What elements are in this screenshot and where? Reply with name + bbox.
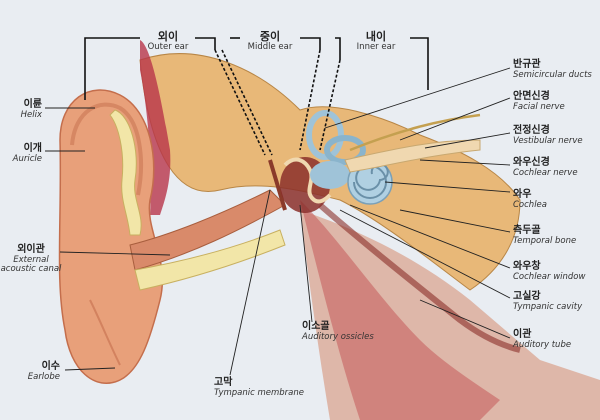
ossicles — [283, 157, 332, 204]
label-tube-en: Auditory tube — [513, 340, 572, 350]
label-window-en: Cochlear window — [513, 272, 586, 282]
section-brackets — [84, 37, 429, 156]
tympanic-membrane — [268, 159, 287, 211]
label-cochlear-nerve: 와우신경 Cochlear nerve — [513, 158, 578, 178]
semicircular-duct-2 — [324, 135, 366, 165]
label-membrane-ko: 고막 — [214, 377, 233, 388]
label-helix: 이륜 Helix — [21, 100, 42, 120]
label-cochlea: 와우 Cochlea — [513, 190, 547, 210]
semicircular-duct-1 — [306, 110, 344, 160]
inner-ear-header: 내이 Inner ear — [345, 31, 407, 52]
middle-ear-header: 중이 Middle ear — [240, 31, 300, 52]
label-tube-ko: 이관 — [513, 329, 532, 340]
label-cochlea-en: Cochlea — [513, 200, 547, 210]
label-auricle-en: Auricle — [12, 154, 42, 164]
label-ossicles-en: Auditory ossicles — [302, 332, 374, 342]
helix-rim — [70, 102, 143, 196]
label-semicircular-ducts: 반규관 Semicircular ducts — [513, 60, 592, 80]
label-external-acoustic-canal: 외이관 External acoustic canal — [0, 245, 62, 273]
label-tympanic-cavity: 고실강 Tympanic cavity — [513, 292, 582, 312]
label-earlobe-ko: 이수 — [41, 361, 60, 372]
label-canal-en: External acoustic canal — [0, 255, 62, 274]
label-cavity-ko: 고실강 — [513, 291, 541, 302]
label-cochlea-ko: 와우 — [513, 189, 532, 200]
label-tympanic-membrane: 고막 Tympanic membrane — [214, 378, 304, 398]
auricle-cartilage — [109, 109, 142, 236]
label-auricle: 이개 Auricle — [13, 144, 42, 164]
label-auditory-ossicles: 이소골 Auditory ossicles — [302, 322, 374, 342]
label-earlobe: 이수 Earlobe — [28, 362, 60, 382]
label-cochlear-window: 와우창 Cochlear window — [513, 262, 585, 282]
outer-ear-ko: 외이 — [157, 30, 179, 43]
label-facial-ko: 안면신경 — [513, 91, 550, 102]
label-window-ko: 와우창 — [513, 261, 541, 272]
label-auditory-tube: 이관 Auditory tube — [513, 330, 571, 350]
vestibule — [310, 161, 350, 189]
label-helix-en: Helix — [20, 110, 42, 120]
label-membrane-en: Tympanic membrane — [214, 388, 304, 398]
facial-nerve — [349, 113, 481, 152]
label-temporal-en: Temporal bone — [513, 236, 577, 246]
auditory-tube — [318, 202, 521, 353]
label-temporal-ko: 측두골 — [513, 225, 541, 236]
leader-lines — [45, 67, 511, 376]
label-canal-ko: 외이관 — [17, 244, 45, 255]
label-helix-ko: 이륜 — [23, 99, 42, 110]
auditory-tube-tissue — [300, 200, 500, 420]
scalp-muscle — [140, 40, 171, 215]
label-vestibular-nerve: 전정신경 Vestibular nerve — [513, 126, 583, 146]
label-temporal-bone: 측두골 Temporal bone — [513, 226, 576, 246]
nerve-bundle — [344, 139, 481, 173]
label-facial-nerve: 안면신경 Facial nerve — [513, 92, 565, 112]
middle-ear-en: Middle ear — [247, 42, 293, 52]
label-semicircular-en: Semicircular ducts — [513, 70, 592, 80]
label-cochlear-nerve-en: Cochlear nerve — [513, 168, 578, 178]
label-facial-en: Facial nerve — [513, 102, 565, 112]
middle-ear-ko: 중이 — [259, 30, 281, 43]
inner-ear-ko: 내이 — [365, 30, 387, 43]
earlobe-fold — [89, 299, 121, 366]
label-cavity-en: Tympanic cavity — [513, 302, 583, 312]
label-semicircular-ko: 반규관 — [513, 59, 541, 70]
label-earlobe-en: Earlobe — [27, 372, 60, 382]
outer-ear-bracket — [84, 37, 140, 100]
outer-ear-header: 외이 Outer ear — [140, 31, 196, 52]
canal-cartilage — [134, 229, 286, 291]
outer-ear-en: Outer ear — [147, 42, 189, 52]
label-ossicles-ko: 이소골 — [302, 321, 330, 332]
inner-ear-en: Inner ear — [356, 42, 396, 52]
label-vestibular-en: Vestibular nerve — [513, 136, 583, 146]
label-vestibular-ko: 전정신경 — [513, 125, 550, 136]
label-cochlear-nerve-ko: 와우신경 — [513, 157, 550, 168]
cochlea-spiral — [353, 163, 389, 199]
label-auricle-ko: 이개 — [23, 143, 42, 154]
inner-ear-bracket — [335, 37, 341, 60]
